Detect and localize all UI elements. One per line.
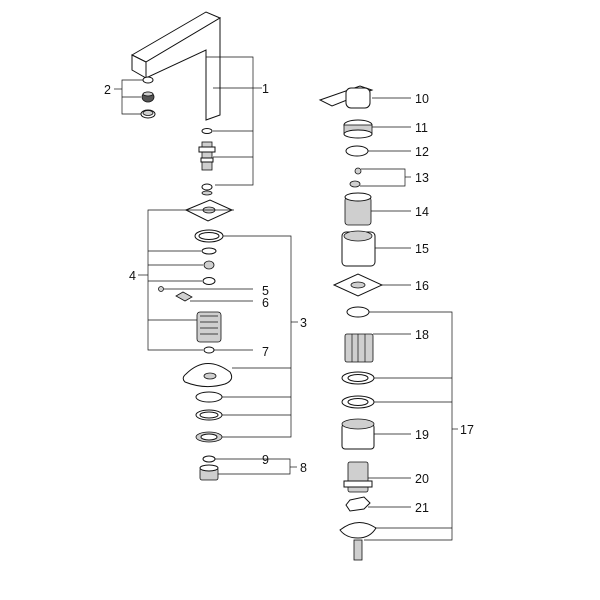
left-leaders — [114, 56, 298, 475]
callout-13: 13 — [415, 171, 429, 185]
callout-4: 4 — [129, 269, 136, 283]
callout-8: 8 — [300, 461, 307, 475]
callout-labels: 1 2 3 4 5 6 7 8 9 10 11 12 13 14 15 16 1… — [104, 82, 474, 515]
callout-11: 11 — [415, 121, 428, 135]
callout-19: 19 — [415, 428, 429, 442]
callout-21: 21 — [415, 501, 429, 515]
spout-body — [130, 11, 222, 121]
callout-3: 3 — [300, 316, 307, 330]
right-leaders — [360, 97, 458, 541]
callout-5: 5 — [262, 284, 269, 298]
callout-9: 9 — [262, 453, 269, 467]
spout-connector — [198, 128, 216, 196]
callout-18: 18 — [415, 328, 429, 342]
callout-1: 1 — [262, 82, 269, 96]
callout-20: 20 — [415, 472, 429, 486]
callout-10: 10 — [415, 92, 429, 106]
callout-16: 16 — [415, 279, 429, 293]
cartridge-stack — [332, 119, 384, 561]
handle-lever — [318, 85, 374, 109]
callout-7: 7 — [262, 345, 269, 359]
base-assembly — [158, 199, 234, 481]
aerator-parts — [140, 76, 156, 119]
callout-2: 2 — [104, 83, 111, 97]
callout-15: 15 — [415, 242, 429, 256]
callout-17: 17 — [460, 423, 474, 437]
callout-6: 6 — [262, 296, 269, 310]
callout-14: 14 — [415, 205, 429, 219]
callout-12: 12 — [415, 145, 429, 159]
